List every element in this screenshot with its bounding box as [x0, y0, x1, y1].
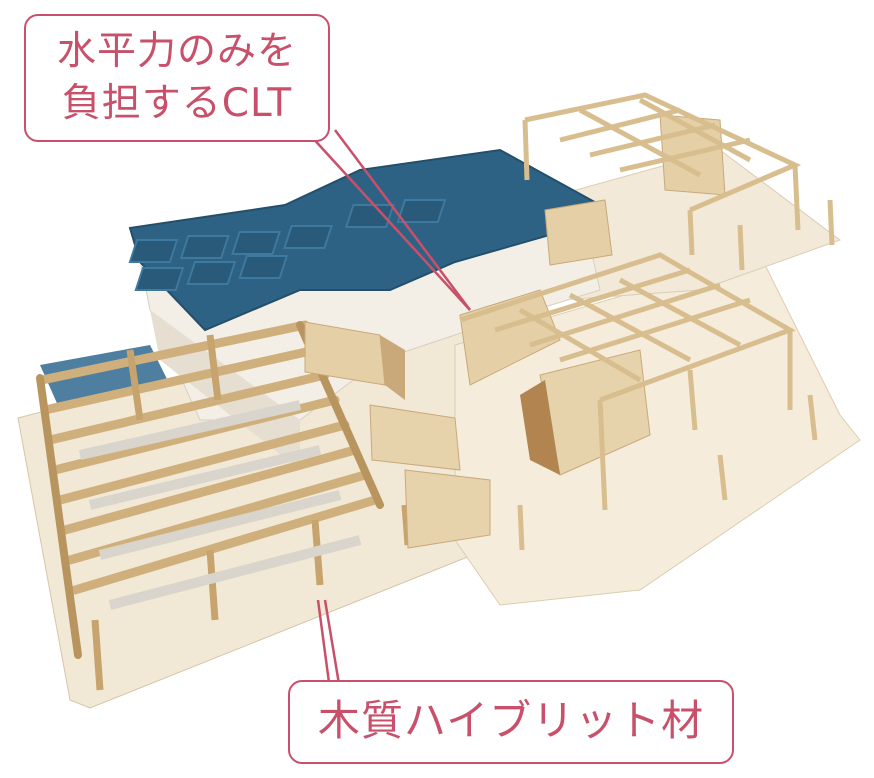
floor-shadows	[78, 400, 362, 610]
leader-line-clt-2	[334, 129, 471, 311]
roof-coffers	[128, 199, 447, 291]
right-wood-frame-upper	[522, 92, 835, 271]
leader-line-wood-2	[323, 599, 342, 691]
callout-clt-label: 水平力のみを 負担するCLT	[24, 14, 330, 142]
right-wood-frame-lower	[459, 252, 818, 551]
callout-wood-text: 木質ハイブリット材	[317, 696, 705, 745]
leader-line-clt	[309, 134, 471, 311]
callout-clt-line2: 負担するCLT	[61, 81, 293, 126]
callout-clt-line1: 水平力のみを	[56, 29, 297, 74]
clt-panels-center	[304, 321, 491, 549]
callout-wood-label: 木質ハイブリット材	[288, 680, 734, 764]
leader-line-wood	[316, 599, 332, 691]
